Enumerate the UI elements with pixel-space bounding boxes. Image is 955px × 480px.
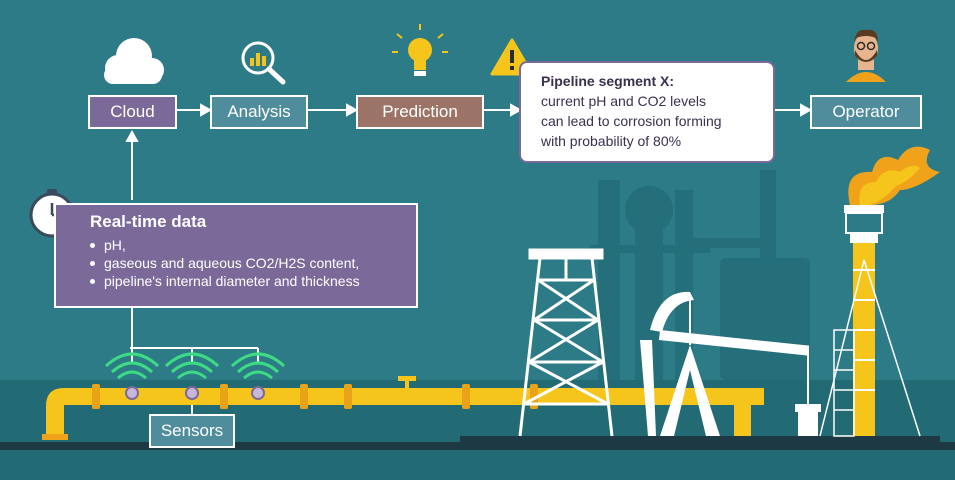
prediction-alert-box: Pipeline segment X: current pH and CO2 l… bbox=[519, 61, 775, 163]
lightbulb-icon bbox=[392, 24, 448, 76]
sensors-label: Sensors bbox=[149, 414, 235, 448]
realtime-item-diameter: pipeline's internal diameter and thickne… bbox=[90, 272, 416, 290]
flare-stack bbox=[819, 146, 940, 437]
realtime-item-ph: pH, bbox=[90, 236, 416, 254]
pump-jack bbox=[640, 291, 821, 436]
realtime-data-box: Real-time data pH, gaseous and aqueous C… bbox=[54, 203, 418, 308]
operator-step: Operator bbox=[810, 95, 922, 129]
prediction-step: Prediction bbox=[356, 95, 484, 129]
cloud-step: Cloud bbox=[88, 95, 177, 129]
analysis-step: Analysis bbox=[210, 95, 308, 129]
alert-title: Pipeline segment X: bbox=[541, 73, 675, 89]
alert-line-3: with probability of 80% bbox=[541, 133, 682, 149]
flow-arrows bbox=[125, 103, 813, 414]
sensor-1 bbox=[104, 352, 160, 400]
realtime-list: pH, gaseous and aqueous CO2/H2S content,… bbox=[90, 236, 416, 290]
realtime-title: Real-time data bbox=[90, 212, 207, 231]
analysis-magnifier-icon bbox=[241, 41, 286, 85]
realtime-item-gas-content: gaseous and aqueous CO2/H2S content, bbox=[90, 254, 416, 272]
flame-icon bbox=[848, 146, 940, 205]
drilling-derrick bbox=[518, 248, 614, 437]
operator-avatar-icon bbox=[846, 29, 886, 82]
sensor-3 bbox=[230, 352, 286, 400]
alert-line-1: current pH and CO2 levels bbox=[541, 93, 706, 109]
alert-line-2: can lead to corrosion forming bbox=[541, 113, 722, 129]
cloud-icon bbox=[104, 38, 164, 84]
sensor-2 bbox=[164, 352, 220, 400]
